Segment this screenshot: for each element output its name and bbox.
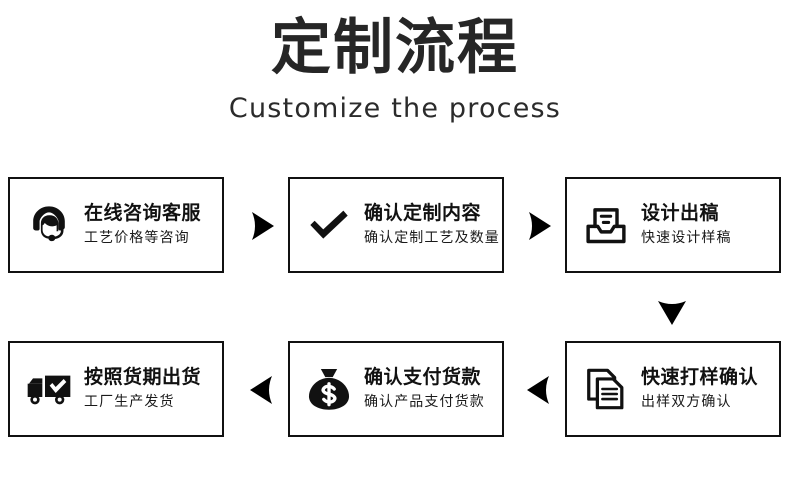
inbox-tray-icon [577,196,635,254]
step-card-text: 确认定制内容 确认定制工艺及数量 [364,202,500,248]
documents-stack-icon [577,360,635,418]
step-card-shipping[interactable]: 按照货期出货 工厂生产发货 [8,341,224,437]
arrow-right-icon [238,202,286,250]
step-title: 确认定制内容 [364,202,482,225]
step-title: 确认支付货款 [364,366,482,389]
step-title: 快速打样确认 [641,366,759,389]
step-subtitle: 工艺价格等咨询 [84,229,190,246]
arrow-down-icon [648,289,696,337]
step-card-design-draft[interactable]: 设计出稿 快速设计样稿 [565,177,781,273]
page-title: 定制流程 [271,13,519,83]
step-subtitle: 出样双方确认 [641,393,732,410]
step-card-text: 快速打样确认 出样双方确认 [641,366,758,412]
money-bag-icon [300,360,358,418]
step-card-confirm-content[interactable]: 确认定制内容 确认定制工艺及数量 [288,177,504,273]
step-title: 设计出稿 [641,202,720,225]
check-mark-icon [300,196,358,254]
step-card-text: 设计出稿 快速设计样稿 [641,202,732,248]
step-card-sample-confirm[interactable]: 快速打样确认 出样双方确认 [565,341,781,437]
step-card-online-consult[interactable]: 在线咨询客服 工艺价格等咨询 [8,177,224,273]
page-subtitle: Customize the process [228,93,562,125]
step-subtitle: 确认定制工艺及数量 [364,229,500,246]
step-title: 按照货期出货 [84,366,202,389]
arrow-right-icon [515,202,563,250]
delivery-truck-check-icon [20,360,78,418]
step-subtitle: 快速设计样稿 [641,229,732,246]
arrow-left-icon [238,366,286,414]
arrow-left-icon [515,366,563,414]
step-subtitle: 确认产品支付货款 [364,393,485,410]
headset-support-icon [20,196,78,254]
step-subtitle: 工厂生产发货 [84,393,175,410]
step-card-text: 按照货期出货 工厂生产发货 [84,366,201,412]
step-title: 在线咨询客服 [84,202,202,225]
step-card-text: 确认支付货款 确认产品支付货款 [364,366,485,412]
step-card-payment[interactable]: 确认支付货款 确认产品支付货款 [288,341,504,437]
step-card-text: 在线咨询客服 工艺价格等咨询 [84,202,201,248]
page-header: 定制流程 Customize the process [0,13,790,125]
